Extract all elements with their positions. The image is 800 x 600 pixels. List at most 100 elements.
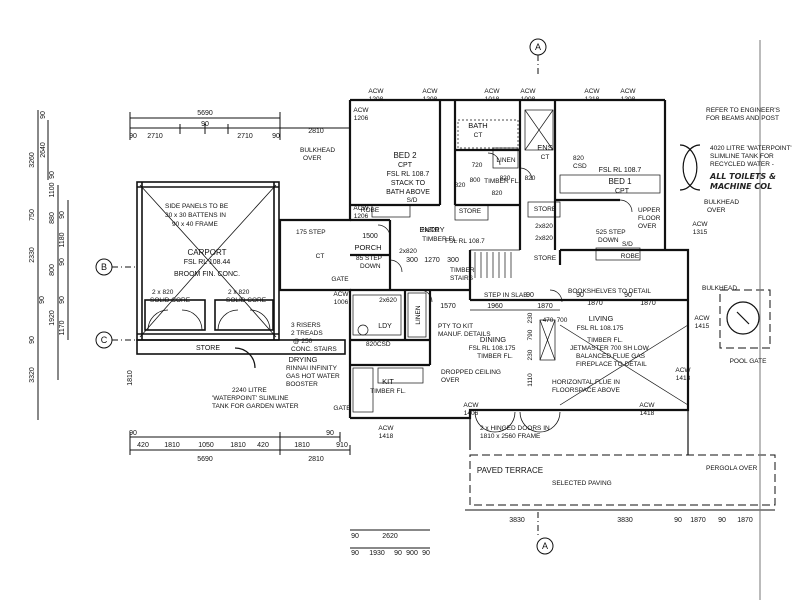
dim-left: 880 (49, 212, 56, 224)
note-rinnai: GAS HOT WATER (286, 373, 340, 380)
door-size: 720 (472, 162, 483, 169)
dim-living: 230 (527, 312, 534, 323)
note-rinnai: BOOSTER (286, 381, 318, 388)
room-ldy: LDY (378, 323, 392, 330)
dim-living: 230 (527, 349, 534, 360)
dim-entry: 1870 (587, 300, 603, 307)
dim-living: 700 (557, 317, 568, 324)
note-stairs: @ 250 (293, 338, 313, 345)
note-bulkhead: BULKHEAD (704, 199, 739, 206)
dim-living: 790 (527, 329, 534, 340)
note-step-525: 525 STEP (596, 229, 626, 236)
note-csd: CSD (573, 163, 587, 170)
note-dropped-ceiling: OVER (441, 377, 460, 384)
dim-left: 2640 (40, 142, 47, 158)
dim-entry: 90 (526, 292, 534, 299)
window-tag: ACW (620, 88, 636, 95)
note-pty: MANUF. DETAILS (438, 331, 491, 338)
window-tag: ACW (584, 88, 600, 95)
note-rinnai: RINNAI INFINITY (286, 365, 338, 372)
note-step: 85 STEP (356, 255, 382, 262)
window-tag: 1418 (640, 410, 655, 417)
note-solid-core: SOLID CORE (150, 297, 191, 304)
note-bulkhead: OVER (303, 155, 322, 162)
window-tag: 1315 (693, 229, 708, 236)
note-solid-core: 2 x 820 (152, 289, 174, 296)
note-tank-2240: 'WATERPOINT' SLIMLINE (212, 395, 289, 402)
dim-terrace: 90 (718, 517, 726, 524)
window-tag: 1208 (423, 96, 438, 103)
room-paved-terrace: PAVED TERRACE (477, 466, 543, 475)
dim-bottom: 910 (336, 442, 348, 449)
dim-left: 800 (49, 264, 56, 276)
dim-bottom: 90 (129, 430, 137, 437)
dim-left: 1810 (127, 370, 134, 386)
room-linen2: LINEN (415, 305, 422, 324)
room-robe1: ROBE (361, 207, 380, 214)
room-bed2-title: BED 2 (393, 151, 417, 160)
note-hinged-doors: 2 x HINGED DOORS IN (480, 425, 550, 432)
pool-gate-label: POOL GATE (730, 358, 768, 365)
door-size: 2x820 (421, 227, 439, 234)
dim-bottom: 1050 (198, 442, 214, 449)
note-jetmaster: JETMASTER 700 SH LOW (570, 345, 650, 352)
dim-top: 5690 (197, 110, 213, 117)
window-tag: 1206 (354, 115, 369, 122)
dim-left: 90 (49, 171, 56, 179)
room-robe2: ROBE (621, 253, 640, 260)
dim-top: 2710 (147, 133, 163, 140)
dim-bottom2: 90 (351, 533, 359, 540)
window-tag: ACW (353, 107, 369, 114)
door-size: 2x820 (535, 223, 553, 230)
room-living-level: FSL RL 108.175 (577, 325, 624, 332)
window-tag: ACW (639, 402, 655, 409)
window-tag: 1206 (354, 213, 369, 220)
dim-living: 1110 (527, 373, 534, 387)
handwritten-note: MACHINE COL (710, 182, 772, 191)
note-engineer: FOR BEAMS AND POST (706, 115, 779, 122)
room-bath-floor: CT (474, 132, 483, 139)
dim-entry: 300 (447, 257, 459, 264)
dim-bottom: 5690 (197, 456, 213, 463)
dim-entry: 90 (624, 292, 632, 299)
dim-bottom2: 90 (394, 550, 402, 557)
note-tank-4020: 4020 LITRE 'WATERPOINT' (710, 145, 792, 152)
room-living-title: LIVING (589, 314, 614, 323)
dim-entry: 1870 (640, 300, 656, 307)
window-tag: ACW (378, 425, 394, 432)
dim-left: 1100 (49, 182, 56, 197)
window-tag: ACW (675, 367, 691, 374)
dim-bottom: 1810 (230, 442, 246, 449)
note-bulkhead: OVER (707, 207, 726, 214)
room-entry-floor: TIMBER FL. (422, 236, 458, 243)
room-bed1-level: FSL RL 108.7 (599, 167, 642, 174)
dim-bottom: 420 (137, 442, 149, 449)
note-stairs: 3 RISERS (291, 322, 321, 329)
dim-left: 1920 (49, 310, 56, 326)
dim-bottom2: 90 (351, 550, 359, 557)
dim-left: 90 (40, 111, 47, 119)
room-bed2-note: STACK TO (391, 180, 426, 187)
room-bed2-level: FSL RL 108.7 (387, 171, 430, 178)
grid-marker-a-bottom (536, 537, 554, 555)
door-size: 800 (470, 177, 481, 184)
dim-top: 90 (201, 121, 209, 128)
room-timber-fl: TIMBER FL. (484, 178, 520, 185)
dim-top: 90 (272, 133, 280, 140)
window-tag: ACW (422, 88, 438, 95)
note-jetmaster: BALANCED FLUE GAS (576, 353, 646, 360)
note-bulkhead: BULKHEAD (300, 147, 335, 154)
dim-left: 1180 (59, 232, 66, 247)
dim-left: 3320 (29, 367, 36, 383)
note-tank-2240: TANK FOR GARDEN WATER (212, 403, 299, 410)
note-hinged-doors: 1810 x 2560 FRAME (480, 433, 541, 440)
dim-terrace: 1870 (690, 517, 706, 524)
window-tag: 1006 (334, 299, 349, 306)
dim-bottom: 420 (257, 442, 269, 449)
door-size: 820 (500, 175, 511, 182)
door-size: 820 (525, 175, 536, 182)
dim-top: 2810 (308, 128, 324, 135)
room-bed1-title: BED 1 (608, 177, 632, 186)
room-carport-level: FSL RL 108.44 (184, 259, 231, 266)
dim-left: 90 (59, 211, 66, 219)
